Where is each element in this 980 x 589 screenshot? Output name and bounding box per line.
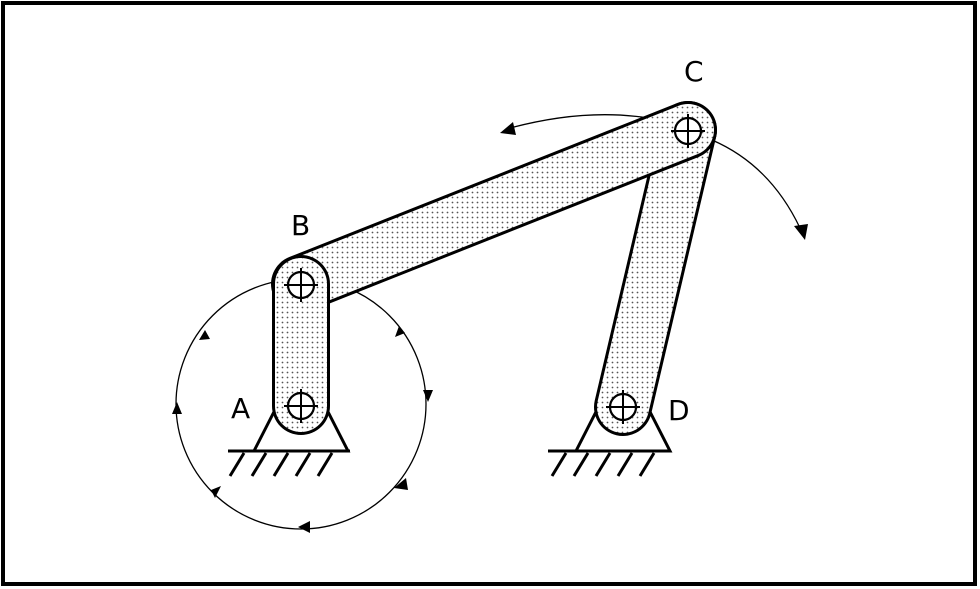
arrow-head [172, 402, 182, 414]
arrow-head [423, 390, 433, 402]
label-a: A [231, 392, 250, 425]
link-cd [594, 101, 717, 436]
label-d: D [668, 394, 690, 427]
label-c: C [684, 55, 704, 88]
rotation-arrows [172, 326, 433, 533]
joint-c [671, 114, 705, 148]
coupler-motion-arc [500, 114, 649, 135]
arrow-head [394, 478, 408, 490]
arrow-head [395, 326, 405, 337]
joint-b [284, 268, 318, 302]
joint-d [606, 390, 640, 424]
arrow-head [211, 486, 221, 498]
rocker-motion-arc [711, 139, 808, 240]
arrow-head [298, 521, 310, 533]
label-b: B [291, 209, 310, 242]
arrow-head [199, 330, 210, 340]
joint-a [284, 389, 318, 423]
link-bc [271, 101, 717, 313]
